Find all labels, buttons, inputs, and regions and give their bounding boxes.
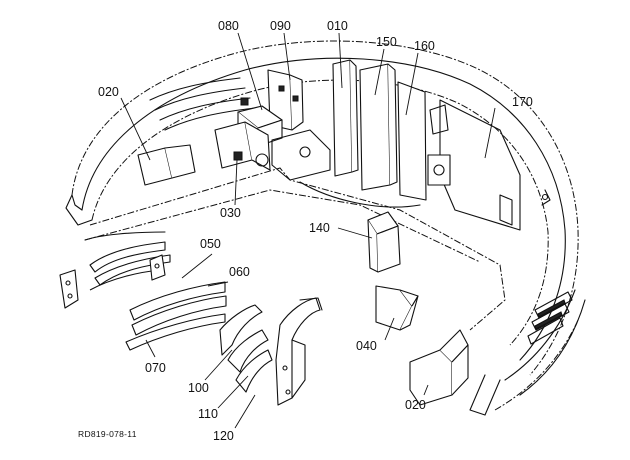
callout-100: 100 xyxy=(188,381,209,395)
callout-060: 060 xyxy=(229,265,250,279)
callout-020-lower: 020 xyxy=(405,398,426,412)
callout-080: 080 xyxy=(218,19,239,33)
callout-030: 030 xyxy=(220,206,241,220)
part-020-right xyxy=(409,329,469,406)
inner-panels xyxy=(214,59,521,231)
callout-170: 170 xyxy=(512,95,533,109)
callout-040: 040 xyxy=(356,339,377,353)
callout-090: 090 xyxy=(270,19,291,33)
callout-140: 140 xyxy=(309,221,330,235)
callout-070: 070 xyxy=(145,361,166,375)
callout-labels: 020 080 090 010 150 160 170 030 140 040 … xyxy=(98,19,533,443)
parts-050-070-strips xyxy=(59,231,227,351)
callout-150: 150 xyxy=(376,35,397,49)
part-020-left xyxy=(137,144,196,186)
part-040 xyxy=(375,285,419,331)
leader-lines xyxy=(120,32,496,429)
part-140 xyxy=(367,211,401,273)
callout-020-upper: 020 xyxy=(98,85,119,99)
callout-120: 120 xyxy=(213,429,234,443)
figure-reference: RD819-078-11 xyxy=(78,429,137,439)
outer-shell xyxy=(65,40,586,416)
callout-010: 010 xyxy=(327,19,348,33)
callout-160: 160 xyxy=(414,39,435,53)
floor-outline xyxy=(84,167,506,331)
callout-110: 110 xyxy=(198,407,218,421)
callout-050: 050 xyxy=(200,237,221,251)
parts-100-120-blocks xyxy=(219,297,323,406)
